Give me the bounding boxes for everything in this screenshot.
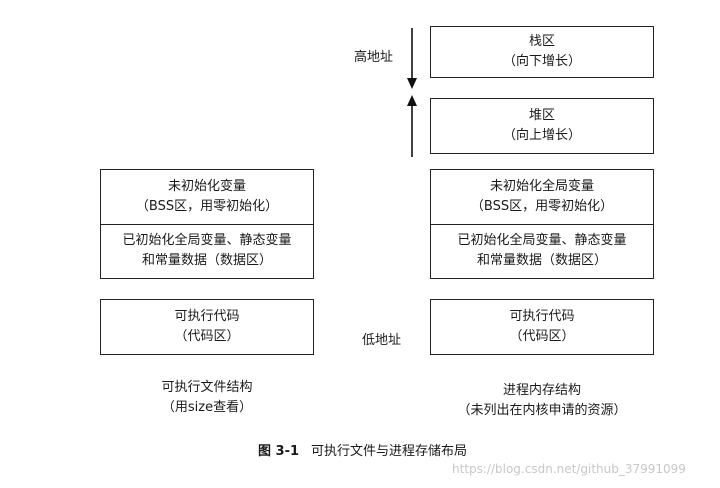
left-bss-title: 未初始化变量 [167, 178, 246, 194]
left-code-note: （代码区） [174, 329, 240, 344]
right-bss-data-box: 未初始化全局变量 （BSS区，用零初始化） 已初始化全局变量、静态变量 和常量数… [430, 169, 654, 279]
watermark: https://blog.csdn.net/github_37991099 [452, 462, 686, 476]
left-code-title: 可执行代码 [174, 309, 240, 324]
left-bss-note: （BSS区，用零初始化） [135, 198, 279, 214]
stack-segment-box: 栈区 （向下增长） [430, 26, 654, 78]
low-address-label: 低地址 [362, 333, 402, 348]
heap-segment-title: 堆区 [528, 108, 555, 123]
right-data-section: 已初始化全局变量、静态变量 和常量数据（数据区） [431, 223, 653, 279]
left-data-title: 已初始化全局变量、静态变量 [122, 233, 292, 249]
right-caption-note: （未列出在内核申请的资源） [457, 403, 627, 418]
left-caption-note: （用size查看） [161, 400, 253, 415]
heap-segment-note: （向上增长） [502, 128, 581, 143]
left-bss-data-box: 未初始化变量 （BSS区，用零初始化） 已初始化全局变量、静态变量 和常量数据（… [100, 169, 314, 279]
right-code-title: 可执行代码 [509, 309, 575, 324]
stack-segment-title: 栈区 [528, 34, 555, 49]
left-data-note: 和常量数据（数据区） [141, 253, 272, 269]
heap-segment-box: 堆区 （向上增长） [430, 98, 654, 154]
left-column-caption: 可执行文件结构 （用size查看） [100, 378, 314, 418]
high-address-label: 高地址 [354, 50, 394, 65]
right-code-note: （代码区） [509, 329, 575, 344]
right-data-note: 和常量数据（数据区） [476, 253, 607, 269]
left-code-box: 可执行代码 （代码区） [100, 299, 314, 355]
stack-segment-note: （向下增长） [502, 54, 581, 69]
down-arrow-icon [407, 28, 417, 89]
figure-title: 可执行文件与进程存储布局 [311, 444, 468, 459]
right-bss-note: （BSS区，用零初始化） [470, 198, 614, 214]
left-data-section: 已初始化全局变量、静态变量 和常量数据（数据区） [101, 223, 313, 279]
up-arrow-icon [407, 95, 417, 157]
right-data-title: 已初始化全局变量、静态变量 [457, 233, 627, 249]
figure-number: 图 3-1 [258, 444, 300, 459]
right-bss-title: 未初始化全局变量 [489, 178, 594, 194]
right-bss-section: 未初始化全局变量 （BSS区，用零初始化） [431, 170, 653, 224]
right-code-box: 可执行代码 （代码区） [430, 299, 654, 355]
left-bss-section: 未初始化变量 （BSS区，用零初始化） [101, 170, 313, 224]
left-caption-title: 可执行文件结构 [161, 380, 253, 395]
right-column-caption: 进程内存结构 （未列出在内核申请的资源） [410, 381, 674, 421]
figure-caption: 图 3-1 可执行文件与进程存储布局 [258, 440, 467, 459]
right-caption-title: 进程内存结构 [502, 383, 581, 398]
